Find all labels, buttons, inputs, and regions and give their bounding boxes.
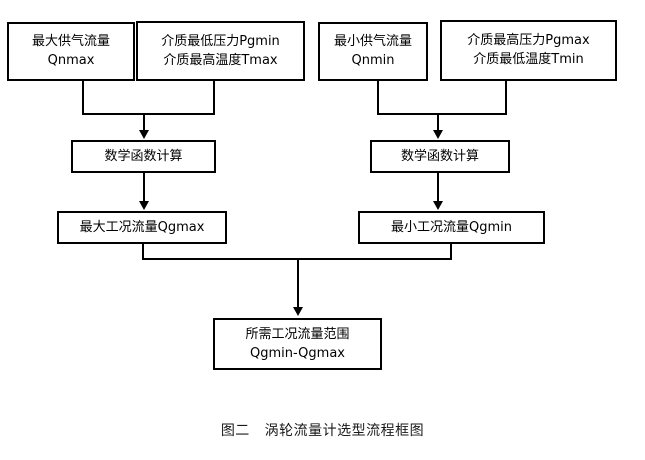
- arrowhead-to-math-calc-left: [139, 130, 149, 139]
- node-result-range: 所需工况流量范围 Qgmin-Qgmax: [213, 318, 382, 370]
- connector-medium-max-pressure-drop: [505, 81, 507, 113]
- node-medium-min-pressure-max-temp: 介质最低压力Pgmin 介质最高温度Tmax: [136, 21, 305, 81]
- arrowhead-to-result-range: [293, 307, 303, 316]
- node-result-range-line2: Qgmin-Qgmax: [250, 345, 345, 361]
- node-qgmin-label: 最小工况流量Qgmin: [391, 219, 512, 235]
- arrowhead-to-qgmax: [139, 201, 149, 210]
- node-qgmax: 最大工况流量Qgmax: [57, 211, 227, 244]
- node-max-supply-flow-line1: 最大供气流量: [31, 34, 110, 50]
- node-qgmax-label: 最大工况流量Qgmax: [79, 219, 205, 235]
- connector-qgmax-drop: [142, 244, 144, 260]
- node-math-calc-right: 数学函数计算: [370, 140, 510, 173]
- node-qgmin: 最小工况流量Qgmin: [358, 211, 545, 244]
- connector-right-merge-bar: [377, 113, 507, 115]
- node-medium-max-pressure-min-temp-line2: 介质最低温度Tmin: [473, 52, 584, 67]
- connector-right-merge-stem: [437, 113, 439, 131]
- node-math-calc-left-label: 数学函数计算: [104, 148, 183, 164]
- node-medium-min-pressure-max-temp-line2: 介质最高温度Tmax: [163, 52, 278, 68]
- node-min-supply-flow-line2: Qnmin: [351, 53, 395, 68]
- connector-math-calc-left-to-qgmax: [143, 173, 145, 202]
- arrowhead-to-math-calc-right: [433, 130, 443, 139]
- node-result-range-line1: 所需工况流量范围: [245, 326, 350, 342]
- arrowhead-to-qgmin: [433, 201, 443, 210]
- node-math-calc-left: 数学函数计算: [71, 140, 216, 173]
- connector-math-calc-right-to-qgmin: [437, 173, 439, 202]
- connector-medium-min-pressure-drop: [213, 81, 215, 113]
- connector-bottom-merge-stem: [297, 258, 299, 308]
- node-min-supply-flow-line1: 最小供气流量: [333, 34, 412, 50]
- connector-max-supply-flow-drop: [82, 81, 84, 113]
- connector-qgmin-drop: [450, 244, 452, 260]
- connector-min-supply-flow-drop: [377, 81, 379, 113]
- node-max-supply-flow-line2: Qnmax: [47, 53, 95, 68]
- node-medium-max-pressure-min-temp-line1: 介质最高压力Pgmax: [467, 33, 590, 49]
- node-math-calc-right-label: 数学函数计算: [400, 148, 479, 164]
- figure-caption: 图二 涡轮流量计选型流程框图: [220, 423, 425, 439]
- node-medium-max-pressure-min-temp: 介质最高压力Pgmax 介质最低温度Tmin: [440, 20, 617, 81]
- node-min-supply-flow: 最小供气流量 Qnmin: [318, 22, 428, 81]
- connector-left-merge-bar: [82, 113, 215, 115]
- node-max-supply-flow: 最大供气流量 Qnmax: [7, 22, 135, 81]
- node-medium-min-pressure-max-temp-line1: 介质最低压力Pgmin: [161, 33, 280, 49]
- connector-left-merge-stem: [143, 113, 145, 131]
